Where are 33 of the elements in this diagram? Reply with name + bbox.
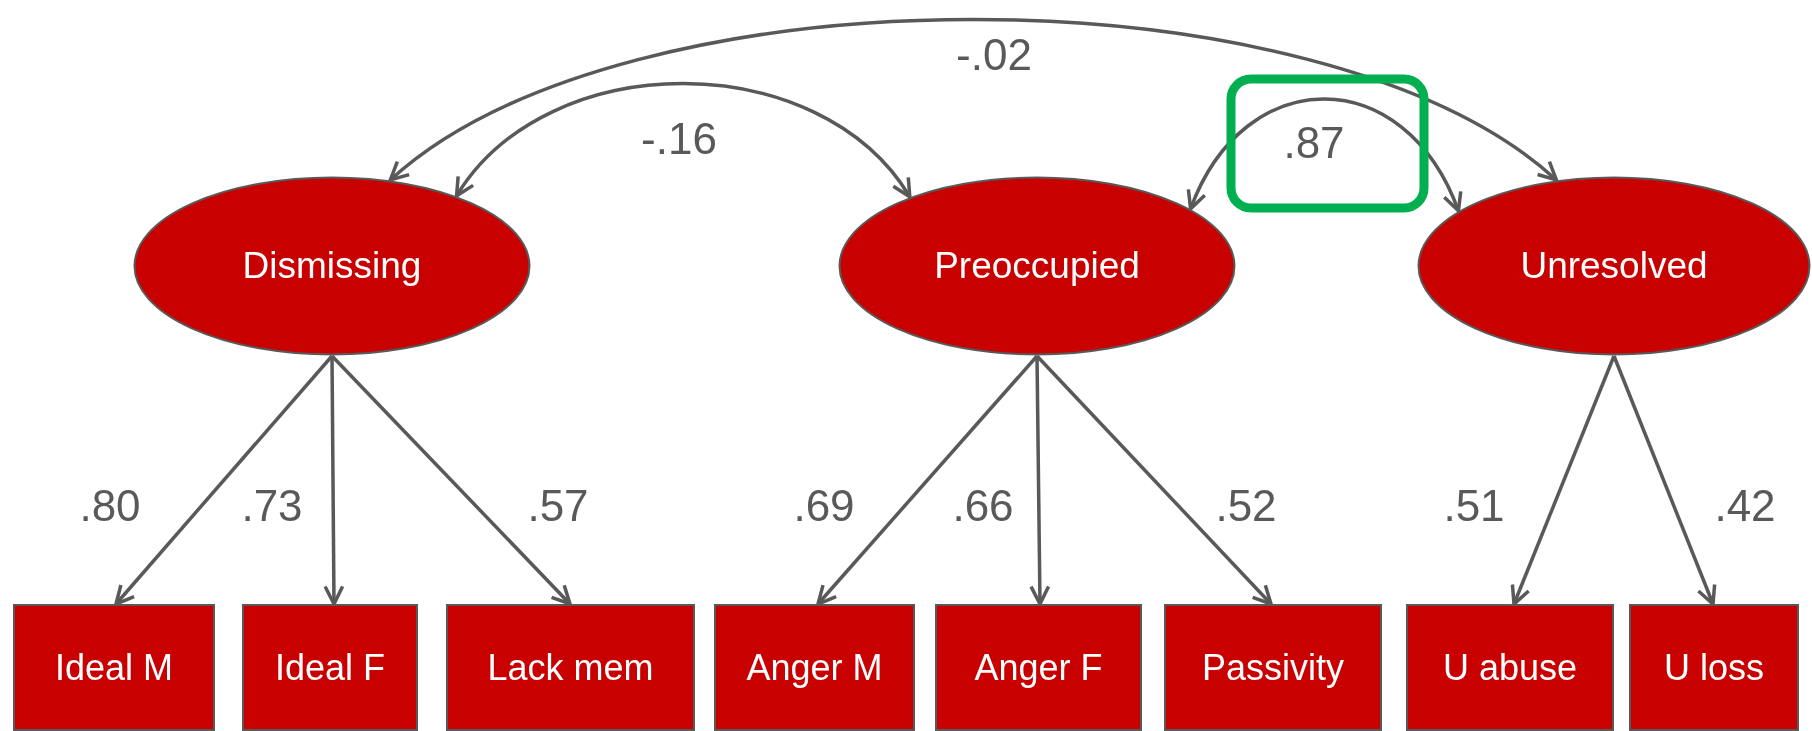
node-label: Unresolved — [1520, 244, 1708, 289]
arrow — [1029, 355, 1051, 606]
latent-variable-ellipse — [1417, 176, 1811, 356]
node-label: Anger F — [974, 645, 1103, 690]
arrow — [330, 354, 572, 606]
arrow — [1510, 355, 1616, 606]
node-label: Dismissing — [242, 244, 422, 289]
observed-variable-box — [242, 604, 418, 731]
node-label: Anger M — [746, 645, 883, 690]
node-label: U loss — [1664, 645, 1764, 690]
node-label: U abuse — [1442, 645, 1578, 690]
arrow — [323, 356, 345, 606]
observed-variable-box — [1164, 604, 1382, 731]
arrow — [1188, 97, 1461, 213]
arrow — [1035, 354, 1273, 606]
arrow — [388, 18, 1559, 182]
node-label: Ideal M — [54, 645, 174, 690]
arrow — [816, 354, 1039, 606]
observed-variable-box — [13, 604, 215, 731]
node-label: Lack mem — [487, 645, 654, 690]
observed-variable-box — [935, 604, 1142, 731]
arrow — [454, 82, 912, 199]
latent-variable-ellipse — [133, 176, 531, 356]
observed-variable-box — [714, 604, 915, 731]
node-label: Ideal F — [274, 645, 386, 690]
arrow — [1612, 355, 1717, 606]
node-label: Preoccupied — [934, 244, 1140, 289]
node-label: Passivity — [1202, 645, 1344, 690]
observed-variable-box — [446, 604, 695, 731]
latent-variable-ellipse — [838, 176, 1236, 356]
arrow — [114, 354, 334, 606]
observed-variable-box — [1629, 604, 1799, 731]
observed-variable-box — [1406, 604, 1614, 731]
